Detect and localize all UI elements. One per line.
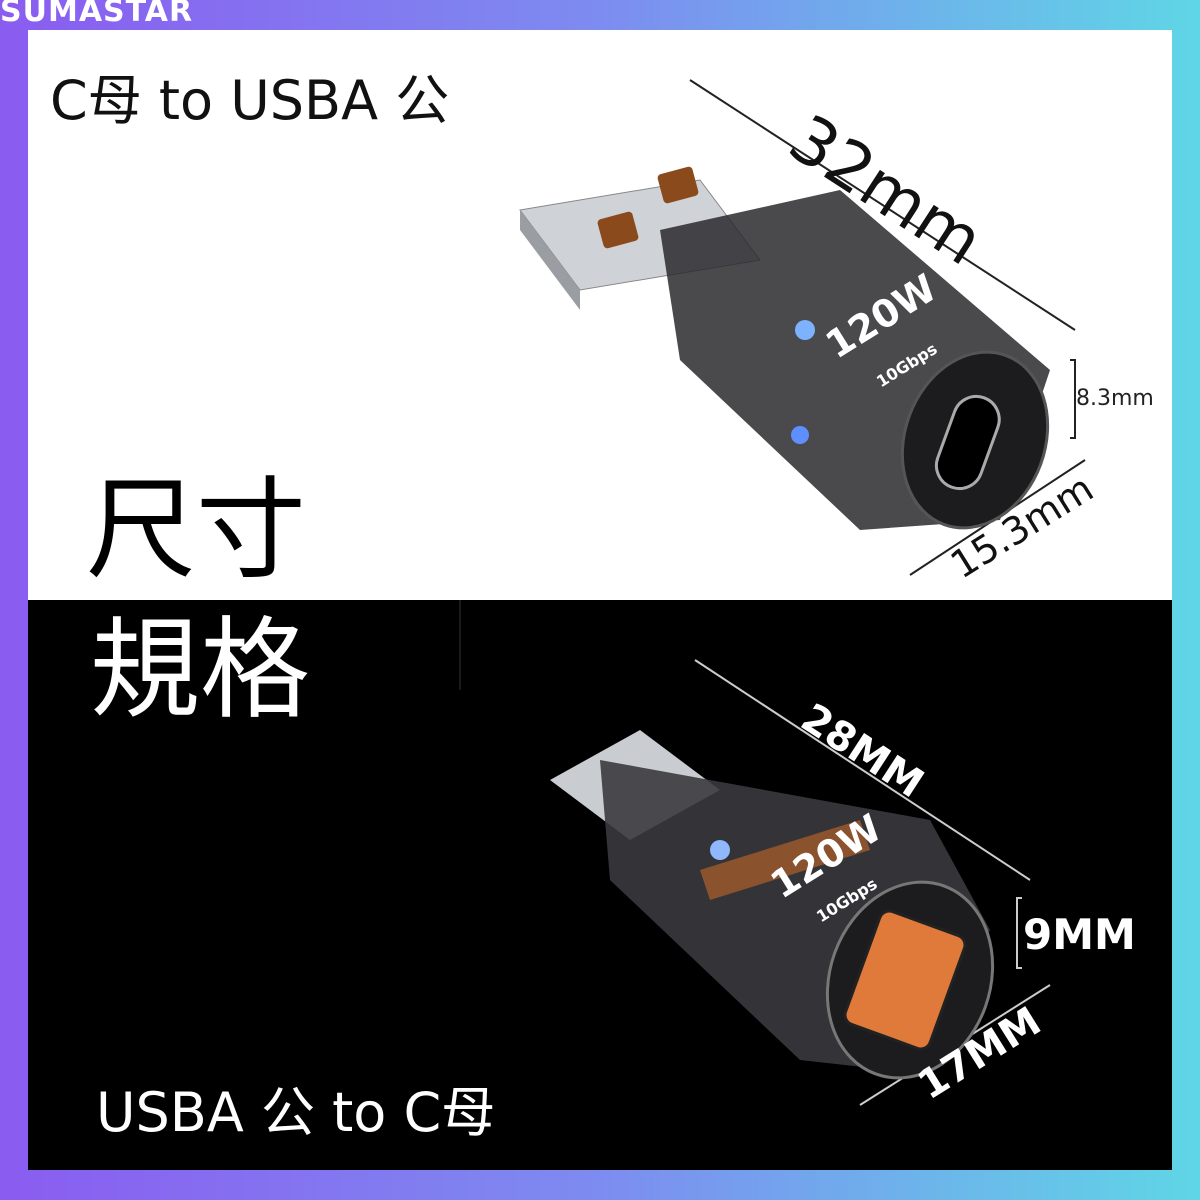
- top-title: C母 to USBA 公: [50, 69, 450, 132]
- dimension-height: 8.3mm: [1076, 386, 1154, 411]
- dimension-height: 9MM: [1023, 910, 1136, 959]
- bottom-title: USBA 公 to C母: [96, 1081, 496, 1144]
- usb-a-adapter-illustration: [519, 79, 1086, 576]
- usb-c-adapter-illustration: [459, 600, 1051, 1106]
- heading-size: 尺寸: [86, 466, 306, 594]
- top-panel: C母 to USBA 公 32mm 8.3mm 15.3mm 120W 10Gb…: [28, 30, 1172, 600]
- brand-logo: SUMASTAR: [0, 0, 194, 29]
- heading-spec: 規格: [90, 606, 310, 734]
- bottom-panel: 規格 28MM 9MM 17MM 120W 10Gbps USBA 公 to C…: [28, 600, 1172, 1170]
